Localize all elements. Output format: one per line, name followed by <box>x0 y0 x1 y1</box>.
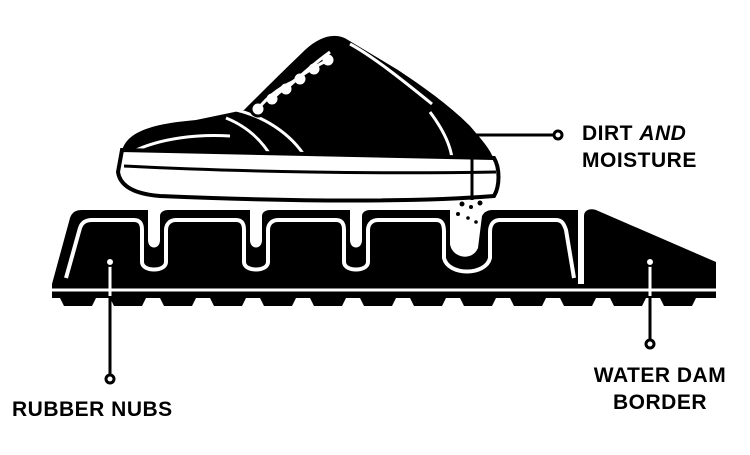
label-rubber-nubs: RUBBER NUBS <box>12 398 173 421</box>
leader-water-dam <box>644 257 656 350</box>
shoe-upper <box>122 35 494 161</box>
splat-icon <box>457 226 479 247</box>
label-water-dam-line2: BORDER <box>612 391 707 414</box>
label-and-word: AND <box>639 122 687 145</box>
label-water-dam-line1: WATER DAM <box>593 364 727 387</box>
shoe-sole-line <box>123 164 497 175</box>
mat-underside-teeth <box>60 298 696 306</box>
leader-rubber-nubs <box>104 257 116 385</box>
label-dirt-word: DIRT <box>582 122 633 145</box>
label-water-dam-border: WATER DAM BORDER <box>575 362 745 416</box>
leader-dirt-ends <box>552 129 564 141</box>
shoe-laces <box>256 50 331 110</box>
dirt-particles-icon <box>456 200 488 224</box>
shoe-toe-line <box>131 134 231 154</box>
mat-nub-outline <box>64 218 576 279</box>
label-dirt-and-moisture: DIRT AND MOISTURE <box>582 120 697 174</box>
shoe-heel-collar <box>349 42 433 106</box>
leader-dirt <box>470 133 555 200</box>
label-dirt-line2: MOISTURE <box>582 149 697 172</box>
shoe-icon <box>115 35 501 203</box>
water-dam-border <box>584 209 716 284</box>
shoe-sole <box>115 147 501 203</box>
doormat <box>52 209 716 306</box>
label-dirt-line1: DIRT AND <box>582 120 697 147</box>
